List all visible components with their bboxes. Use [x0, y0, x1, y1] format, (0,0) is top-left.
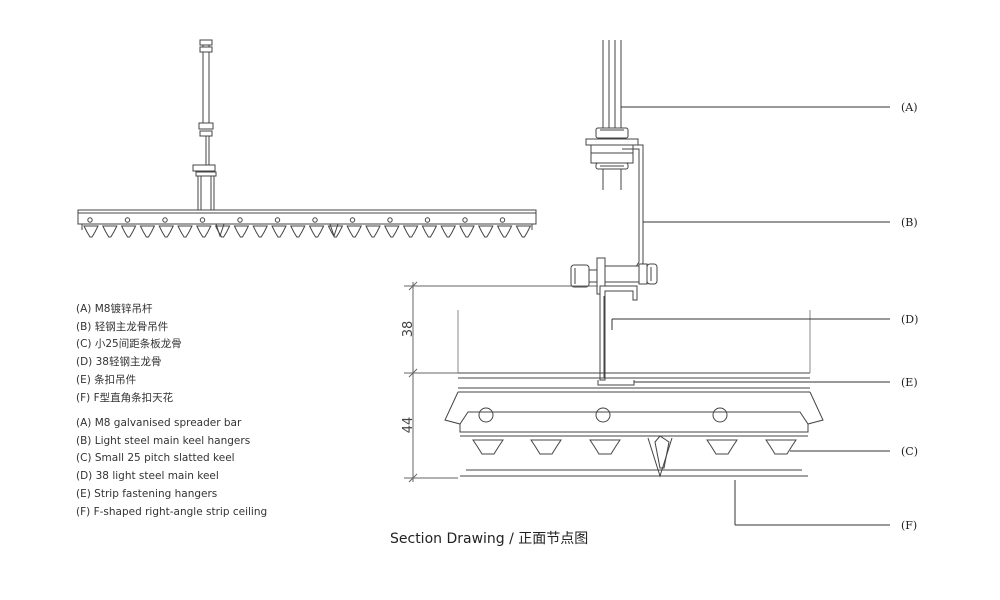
keel-hole [595, 407, 611, 423]
keel-hole [87, 217, 93, 223]
keel-hole [387, 217, 393, 223]
slat-clip [472, 439, 504, 455]
keel-hole [424, 217, 431, 223]
legend-en-item: (C) Small 25 pitch slatted keel [76, 452, 235, 465]
keel-hole [478, 407, 494, 423]
slat-clip [459, 225, 475, 238]
legend-en-item: (D) 38 light steel main keel [76, 470, 219, 483]
slat-clip [102, 225, 118, 238]
slat-clip [440, 225, 456, 238]
threaded-rod [602, 40, 622, 190]
slat-clip [515, 225, 531, 238]
slat-clip [365, 225, 381, 238]
section-view [404, 40, 890, 526]
legend-en-item: (A) M8 galvanised spreader bar [76, 417, 242, 429]
keel-hole [237, 217, 243, 223]
strip-hanger [597, 380, 635, 386]
slat-clip [309, 225, 325, 238]
slat-clip [765, 439, 797, 455]
elevation-rod [198, 39, 214, 168]
dimension-lines [404, 281, 811, 483]
callout-f: (F) [901, 519, 917, 532]
leader-lines [611, 106, 890, 526]
keel-notch [329, 223, 339, 238]
slat-clip [83, 225, 99, 238]
slat-clip [421, 225, 437, 238]
drawing-caption: Section Drawing / 正面节点图 [390, 531, 589, 547]
legend-cn-item: (D) 38轻钢主龙骨 [76, 356, 162, 369]
keel-hole [199, 217, 206, 223]
slat-clips [472, 439, 797, 455]
legend-chinese: (A) M8镀锌吊杆 (B) 轻钢主龙骨吊件 (C) 小25间距条板龙骨 (D)… [76, 301, 182, 407]
slat-clip [346, 225, 362, 238]
keel-hole [462, 217, 468, 223]
slat-clip [233, 225, 249, 238]
callout-b: (B) [901, 216, 918, 229]
slat-clip [497, 225, 513, 238]
slat-clip [589, 439, 621, 455]
slat-clip [271, 225, 287, 238]
slat-clip [290, 225, 306, 238]
slat-clip [139, 225, 155, 238]
elevation-slat-clips [83, 223, 531, 238]
legend-cn-item: (B) 轻钢主龙骨吊件 [76, 320, 169, 333]
legend-cn-item: (F) F型直角条扣天花 [76, 391, 174, 404]
legend-en-item: (F) F-shaped right-angle strip ceiling [76, 505, 268, 518]
slat-clip [706, 439, 738, 455]
keel-hole [712, 407, 728, 423]
dimension-lower: 44 [401, 417, 416, 434]
legend-cn-item: (A) M8镀锌吊杆 [76, 303, 153, 315]
slat-clip [403, 225, 419, 238]
legend-en-item: (B) Light steel main keel hangers [76, 434, 251, 447]
keel-hole [274, 217, 281, 223]
slat-clip [530, 439, 562, 455]
callout-c: (C) [901, 445, 918, 458]
side-bolt [570, 257, 658, 295]
slat-clip [121, 225, 137, 238]
legend-cn-item: (E) 条扣吊件 [76, 373, 137, 386]
strip-keel-holes [478, 407, 728, 423]
dimension-upper: 38 [401, 321, 416, 338]
elevation-view [77, 39, 537, 238]
elevation-hanger [192, 164, 217, 210]
keel-hole [349, 217, 356, 223]
elevation-strip-keel [77, 209, 537, 230]
keel-notch [215, 223, 225, 238]
slat-clip [158, 225, 174, 238]
callout-d: (D) [901, 313, 918, 326]
keel-hole [312, 217, 318, 223]
slat-clip [177, 225, 193, 238]
legend-english: (A) M8 galvanised spreader bar (B) Light… [76, 415, 267, 521]
strip-keel [444, 372, 824, 478]
slat-clip [252, 225, 268, 238]
slat-clip [478, 225, 494, 238]
keel-hole [162, 217, 168, 223]
callout-a: (A) [901, 101, 918, 114]
keel-hole [124, 217, 131, 223]
legend-en-item: (E) Strip fastening hangers [76, 487, 218, 500]
callout-e: (E) [901, 376, 918, 389]
slat-clip [384, 225, 400, 238]
keel-hole [499, 217, 506, 223]
legend-cn-item: (C) 小25间距条板龙骨 [76, 338, 182, 351]
elevation-keel-holes [87, 217, 506, 223]
main-keel-channel [599, 285, 638, 381]
slat-clip [196, 225, 212, 238]
